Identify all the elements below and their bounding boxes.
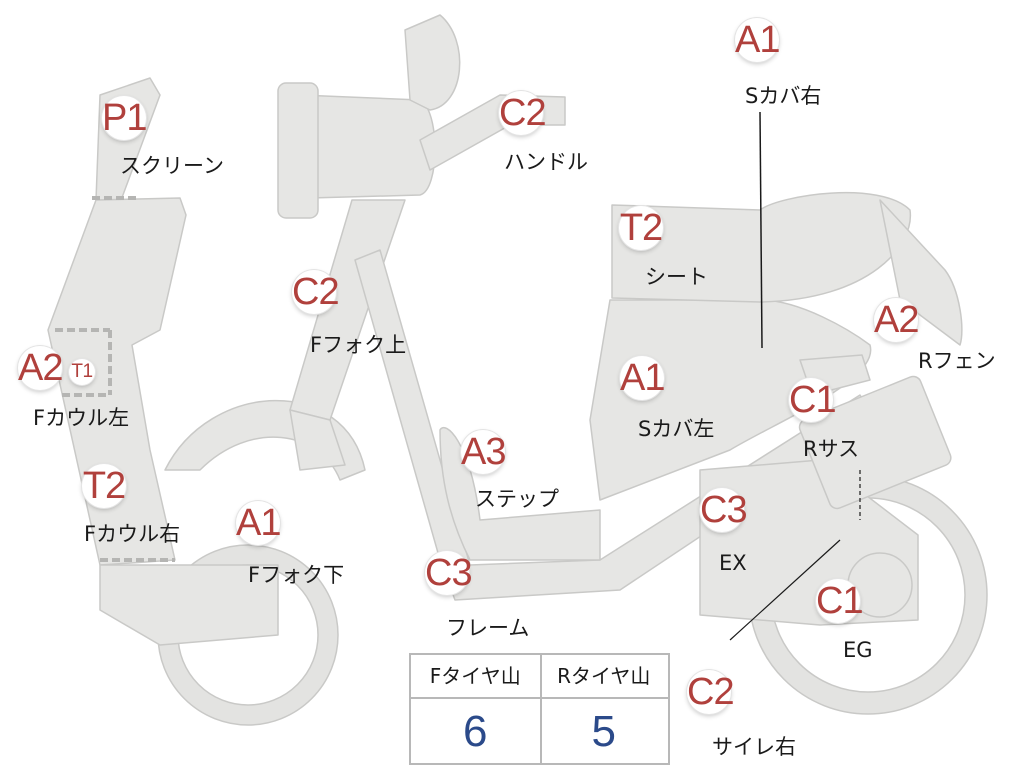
- grade-badge-seat: T2: [619, 206, 663, 250]
- part-label-engine: EG: [843, 638, 873, 662]
- part-label-screen: スクリーン: [120, 154, 224, 178]
- part-label-front-cowl-r: Fカウル右: [84, 522, 181, 546]
- part-label-muffler-r: サイレ右: [712, 735, 796, 759]
- floor-step: [439, 426, 601, 561]
- sub-grade-badge-front-cowl-l: T1: [69, 359, 95, 385]
- part-label-front-fork-lo: Fフォク下: [248, 563, 345, 587]
- rear-tire-value: 5: [591, 707, 616, 756]
- grade-badge-front-cowl-l: A2: [18, 346, 63, 390]
- part-label-rear-fender: Rフェン: [918, 349, 996, 373]
- tire-tread-table: Fタイヤ山 Rタイヤ山 6 5: [409, 653, 670, 765]
- mirror: [404, 14, 461, 111]
- grade-badge-muffler-r: C2: [687, 670, 735, 714]
- front-tire-header: Fタイヤ山: [429, 664, 521, 688]
- grade-badge-step: A3: [461, 430, 506, 474]
- front-tire-value: 6: [463, 707, 488, 756]
- part-label-step: ステップ: [475, 487, 559, 511]
- part-label-front-cowl-l: Fカウル左: [33, 406, 130, 430]
- part-label-front-fork-up: Fフォク上: [310, 333, 407, 357]
- grade-badge-rear-fender: A2: [874, 298, 919, 342]
- part-label-handle: ハンドル: [504, 150, 588, 174]
- part-label-frame: フレーム: [446, 616, 530, 640]
- table-divider-horizontal: [411, 697, 668, 699]
- part-label-rear-sus: Rサス: [803, 437, 860, 461]
- grade-badge-front-fork-lo: A1: [236, 501, 281, 545]
- rear-tire-header: Rタイヤ山: [557, 664, 651, 688]
- rear-fender-shape: [879, 199, 963, 346]
- grade-badge-frame: C3: [425, 551, 473, 595]
- part-label-side-cover-l: Sカバ左: [638, 417, 715, 441]
- grade-badge-front-fork-up: C2: [292, 270, 340, 314]
- leader-line-muffler: [729, 539, 841, 641]
- grade-badge-screen: P1: [102, 96, 147, 140]
- table-divider-vertical: [540, 655, 542, 763]
- grade-badge-exhaust: C3: [700, 488, 748, 532]
- front-cowl: [47, 197, 187, 566]
- floorboard-front: [99, 564, 279, 646]
- grade-badge-rear-sus: C1: [789, 378, 837, 422]
- part-label-seat: シート: [645, 265, 708, 289]
- grade-badge-side-cover-l: A1: [620, 356, 665, 400]
- fork-lower-shape: [289, 409, 346, 471]
- grade-badge-handle: C2: [499, 91, 547, 135]
- grade-badge-engine: C1: [816, 579, 864, 623]
- grade-badge-side-cover-r: A1: [735, 18, 780, 62]
- part-label-side-cover-r: Sカバ右: [745, 84, 822, 108]
- grade-badge-front-cowl-r: T2: [82, 464, 126, 508]
- body-side-cover: [589, 299, 872, 501]
- leader-line-scover: [759, 111, 763, 349]
- part-label-exhaust: EX: [719, 551, 747, 575]
- muffler-body: [798, 375, 952, 510]
